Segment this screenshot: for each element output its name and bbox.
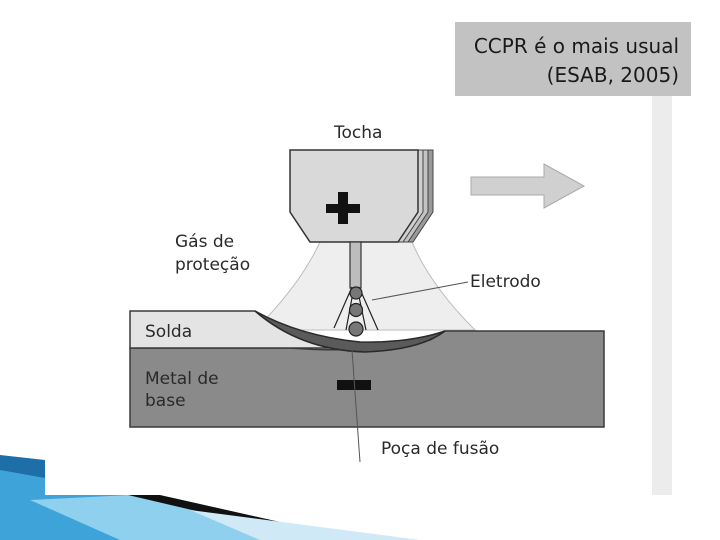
arc-droplets	[333, 286, 379, 337]
positive-polarity-icon	[326, 192, 360, 224]
molten-pool	[254, 310, 446, 353]
base-label-line1: Metal de	[145, 369, 219, 389]
gas-label-line1: Gás de	[175, 232, 234, 252]
electrode-label: Eletrodo	[470, 272, 541, 292]
shielding-gas-cone	[253, 241, 477, 331]
pool-label: Poça de fusão	[381, 439, 499, 459]
travel-direction-arrow	[470, 163, 586, 209]
torch	[289, 149, 434, 243]
slide-decoration	[0, 455, 420, 540]
gas-label-line2: proteção	[175, 255, 250, 275]
citation-callout: CCPR é o mais usual (ESAB, 2005)	[455, 22, 691, 96]
scan-margin	[652, 95, 672, 495]
callout-line-2: (ESAB, 2005)	[546, 63, 679, 87]
callout-line-1: CCPR é o mais usual	[473, 34, 679, 58]
leader-lines	[351, 281, 469, 463]
torch-label: Tocha	[333, 123, 382, 143]
weld-label: Solda	[145, 322, 192, 342]
base-label-line2: base	[145, 391, 186, 411]
electrode-wire	[349, 241, 362, 289]
